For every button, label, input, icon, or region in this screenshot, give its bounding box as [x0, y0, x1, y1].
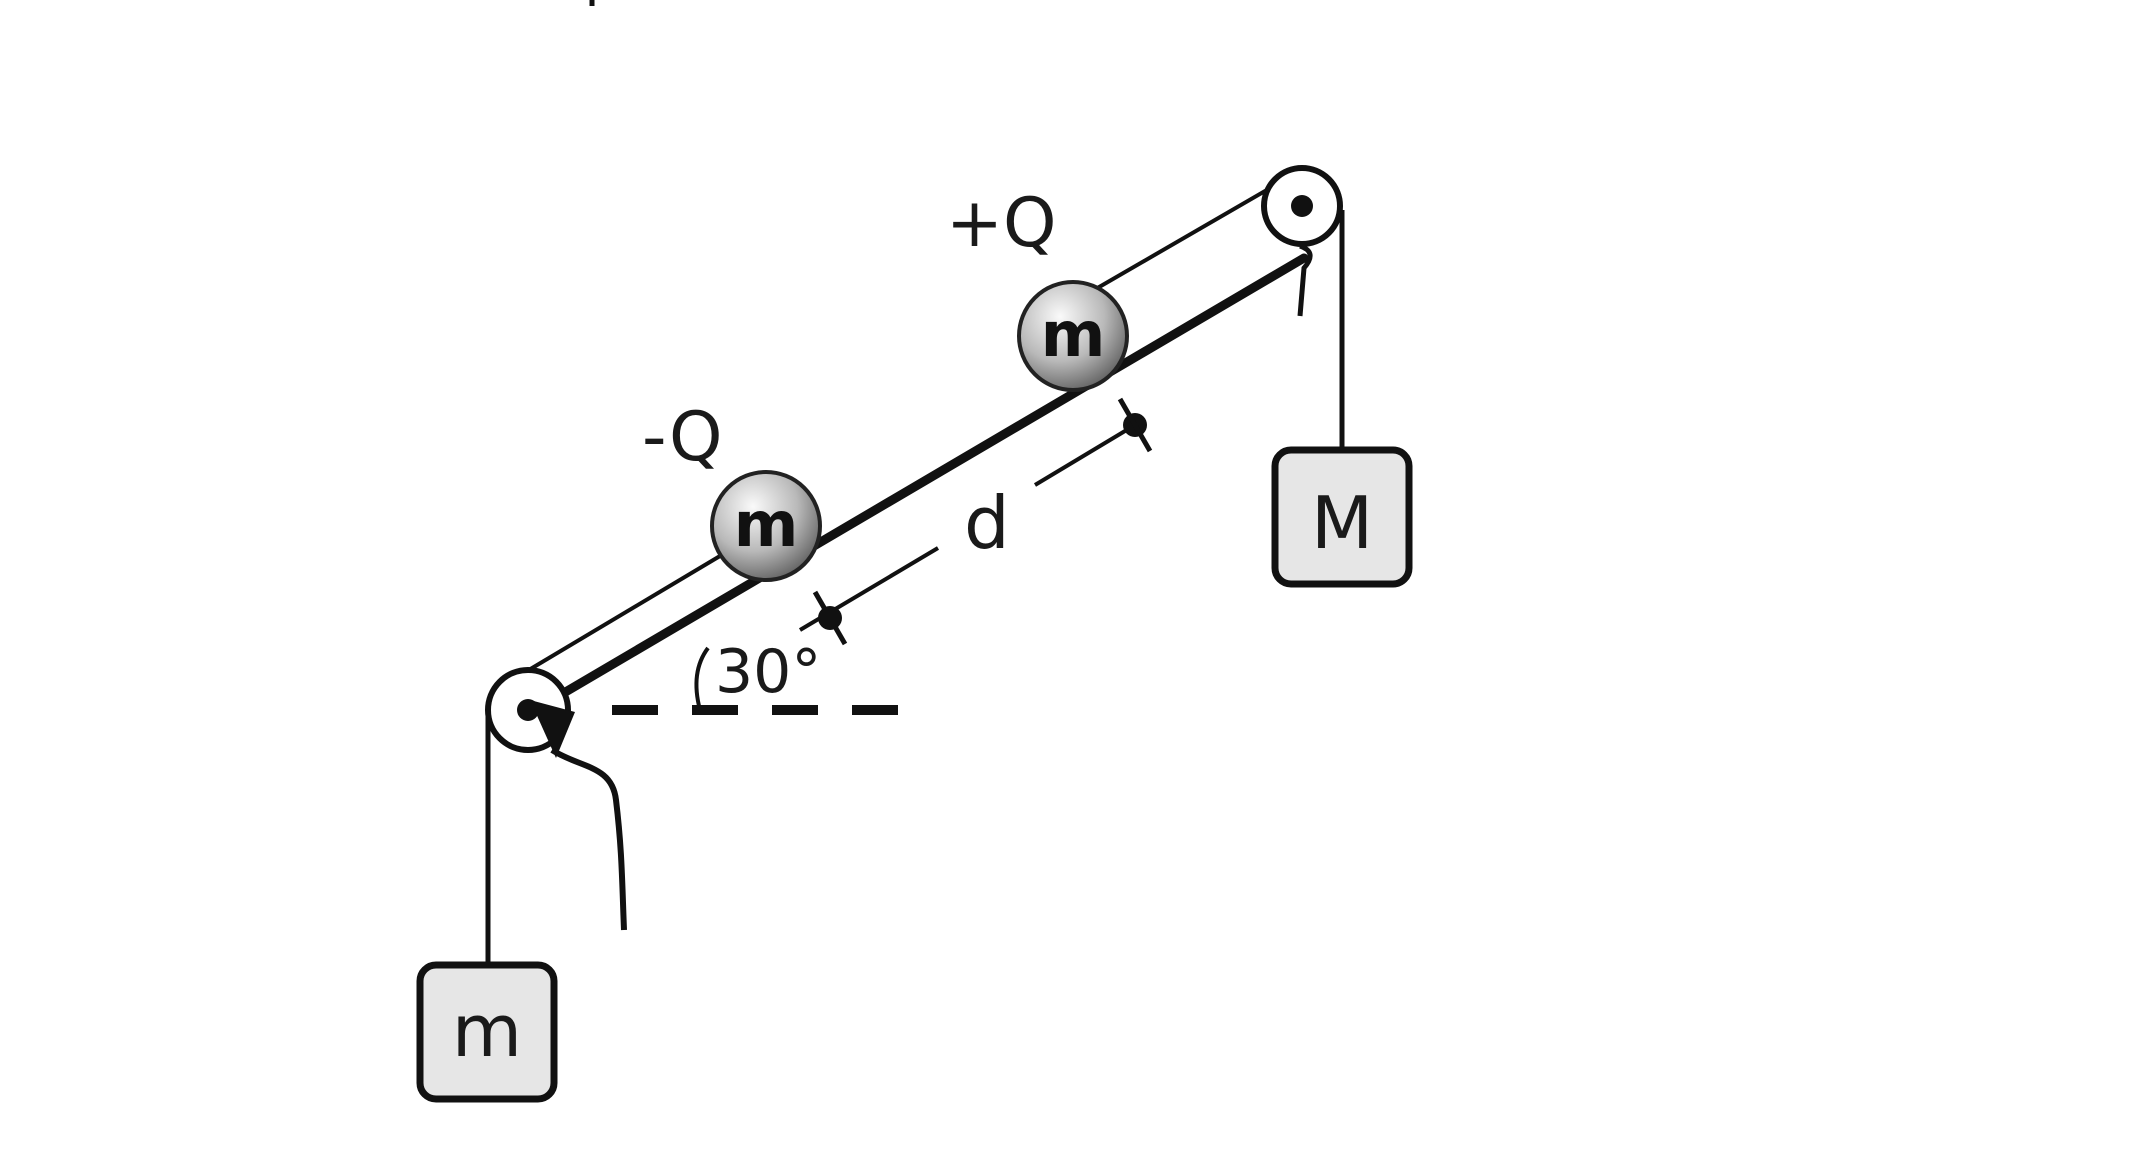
distance-line-upper	[1033, 423, 1137, 487]
upper-string-left	[510, 554, 722, 682]
right-block-label: M	[1311, 481, 1373, 565]
positive-charge-label: +Q	[946, 184, 1057, 263]
distance-label: d	[964, 481, 1010, 565]
positive-charge-ball: m	[1017, 280, 1129, 392]
distance-start-marker	[812, 590, 848, 646]
left-block-label: m	[452, 989, 522, 1073]
distance-end-marker	[1117, 397, 1153, 453]
left-hanging-block: m	[416, 961, 558, 1103]
incline-surface	[523, 253, 1309, 719]
right-hanging-block: M	[1271, 446, 1413, 588]
upper-pulley	[1261, 165, 1343, 317]
lower-pulley	[485, 667, 575, 758]
ball-mass-label-lower: m	[734, 488, 799, 561]
negative-charge-label: -Q	[642, 398, 723, 477]
negative-charge-ball: m	[710, 470, 822, 582]
lower-pulley-support	[550, 747, 627, 931]
ball-mass-label-upper: m	[1041, 298, 1106, 371]
angle-label: 30°	[715, 637, 821, 707]
angle-arc	[694, 646, 710, 711]
